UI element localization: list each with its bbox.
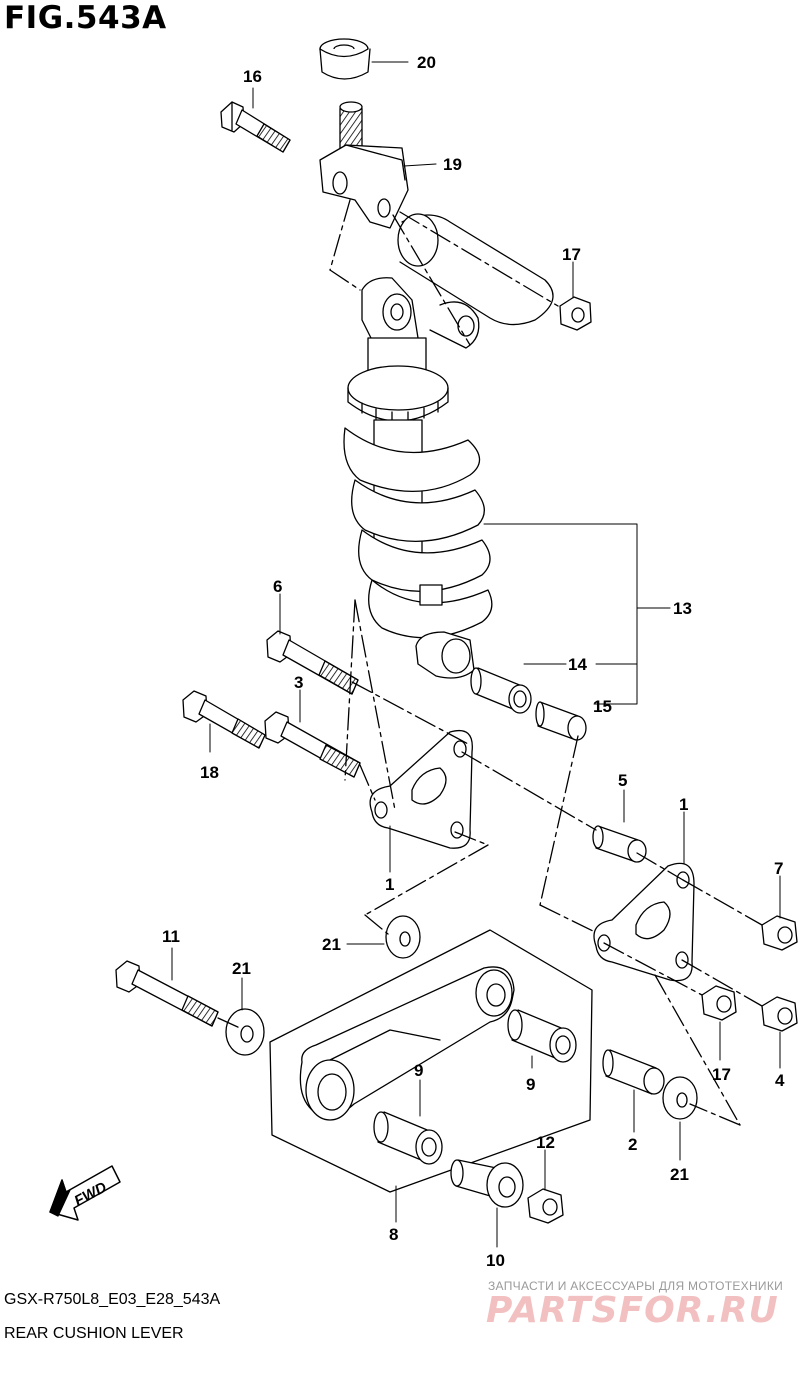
callout-2: 2 xyxy=(628,1135,637,1154)
part-16-bolt xyxy=(220,101,291,153)
part-15-spacer xyxy=(535,701,587,741)
callout-14: 14 xyxy=(568,655,587,674)
part-11-bolt xyxy=(115,960,219,1027)
watermark-tagline: ЗАПЧАСТИ И АКСЕССУАРЫ ДЛЯ МОТОТЕХНИКИ xyxy=(488,1279,784,1293)
part-8-cushion-lever xyxy=(269,929,593,1193)
callout-9-b: 9 xyxy=(414,1061,423,1080)
callout-21-b: 21 xyxy=(232,959,251,978)
callout-15: 15 xyxy=(593,697,612,716)
assembly-guide-lines xyxy=(217,199,763,1126)
figure-name: REAR CUSHION LEVER xyxy=(4,1325,184,1342)
callout-4: 4 xyxy=(775,1071,785,1090)
part-18-bolt xyxy=(182,690,266,749)
callout-17-lower: 17 xyxy=(712,1065,731,1084)
part-12-nut xyxy=(527,1188,564,1224)
part-17-nut-upper xyxy=(559,296,592,331)
part-19-clevis xyxy=(319,101,409,229)
part-7-nut xyxy=(761,915,798,951)
part-10-collar xyxy=(450,1159,524,1208)
callout-6: 6 xyxy=(273,577,282,596)
part-3-bolt xyxy=(264,711,361,778)
callout-9-a: 9 xyxy=(526,1075,535,1094)
callout-17-upper: 17 xyxy=(562,245,581,264)
callout-1-right: 1 xyxy=(679,795,688,814)
part-1-plate-right xyxy=(593,862,695,982)
callout-19: 19 xyxy=(443,155,462,174)
callout-21-c: 21 xyxy=(670,1165,689,1184)
part-13-shock-absorber xyxy=(343,277,493,679)
part-2-spacer xyxy=(602,1049,665,1095)
part-4-nut xyxy=(761,996,798,1032)
watermark-brand: PARTSFOR.RU xyxy=(486,1290,779,1331)
part-21-washer-c xyxy=(662,1076,698,1120)
part-17-nut-lower xyxy=(701,985,737,1021)
callout-10: 10 xyxy=(486,1251,505,1270)
part-20-cap xyxy=(319,38,371,80)
part-5-spacer xyxy=(592,825,647,863)
callout-7: 7 xyxy=(774,859,783,878)
figure-title: FIG.543A xyxy=(4,0,167,36)
callout-18: 18 xyxy=(200,763,219,782)
leader-lines xyxy=(171,61,781,1248)
part-6-bolt xyxy=(266,630,359,695)
callout-8: 8 xyxy=(389,1225,398,1244)
callout-1-left: 1 xyxy=(385,875,394,894)
part-21-washer-b xyxy=(225,1008,265,1056)
part-1-plate-left xyxy=(369,729,473,849)
figure-code: GSX-R750L8_E03_E28_543A xyxy=(4,1291,221,1308)
callout-20: 20 xyxy=(417,53,436,72)
callout-5: 5 xyxy=(618,771,627,790)
part-21-washer-a xyxy=(385,915,421,959)
shock-reservoir xyxy=(397,213,554,326)
callout-11: 11 xyxy=(162,927,180,946)
callout-3: 3 xyxy=(294,673,303,692)
part-14-bearing xyxy=(470,667,532,714)
callout-12: 12 xyxy=(536,1133,555,1152)
part-9-bearing-a xyxy=(507,1009,577,1063)
callout-labels: 20 16 19 17 6 13 14 15 3 18 5 1 1 7 21 1… xyxy=(71,53,785,1270)
callout-13: 13 xyxy=(673,599,692,618)
fwd-arrow-icon xyxy=(49,1165,121,1221)
callout-21-a: 21 xyxy=(322,935,341,954)
callout-16: 16 xyxy=(243,67,262,86)
part-9-bearing-b xyxy=(373,1111,443,1165)
